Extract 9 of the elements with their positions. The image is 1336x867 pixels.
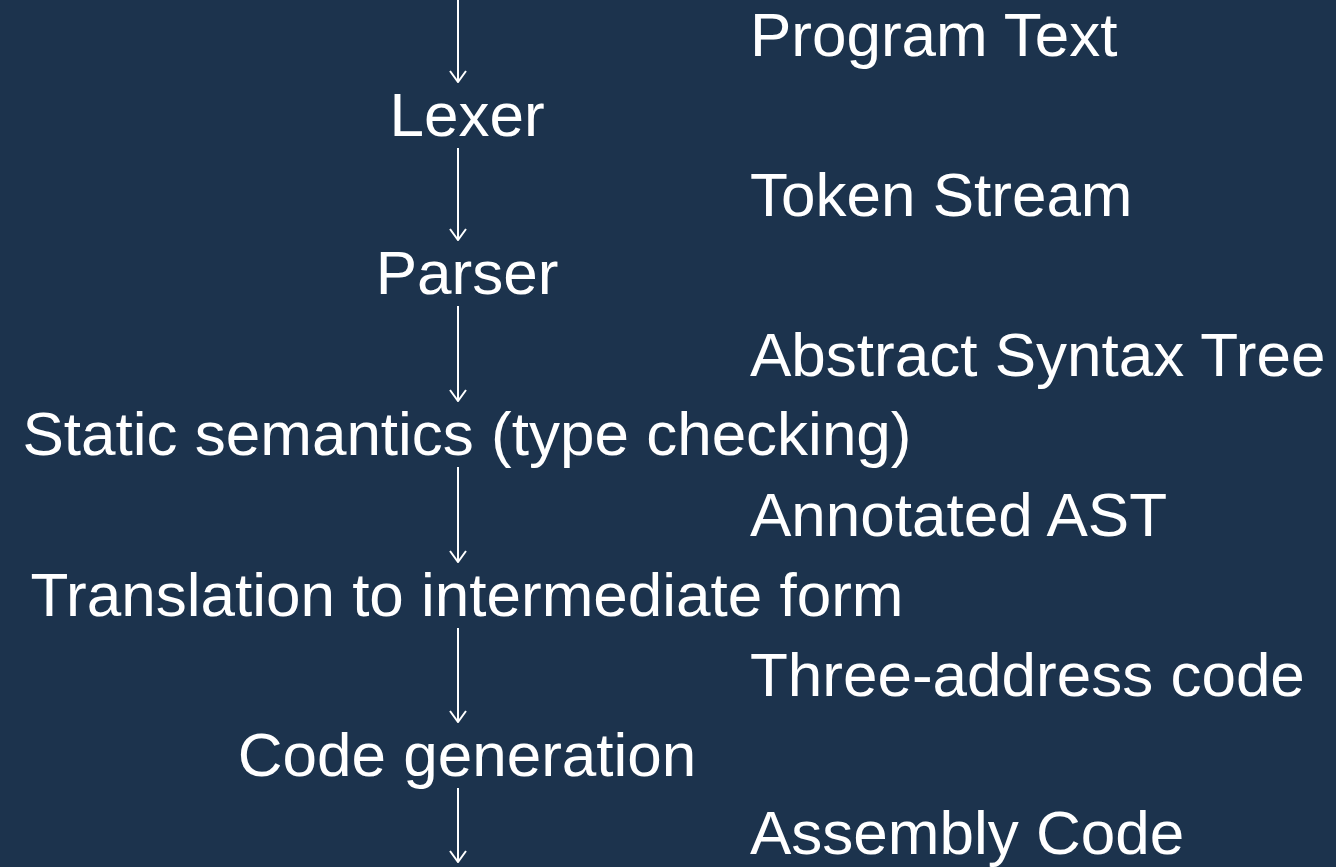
arrow: [449, 147, 467, 241]
arrow: [449, 627, 467, 723]
arrow: [449, 0, 467, 83]
stage-label: Lexer: [389, 84, 545, 146]
arrow: [449, 787, 467, 863]
stage-label: Parser: [375, 242, 559, 304]
arrow: [449, 305, 467, 402]
arrow: [449, 466, 467, 563]
stage-label: Translation to intermediate form: [30, 564, 904, 626]
